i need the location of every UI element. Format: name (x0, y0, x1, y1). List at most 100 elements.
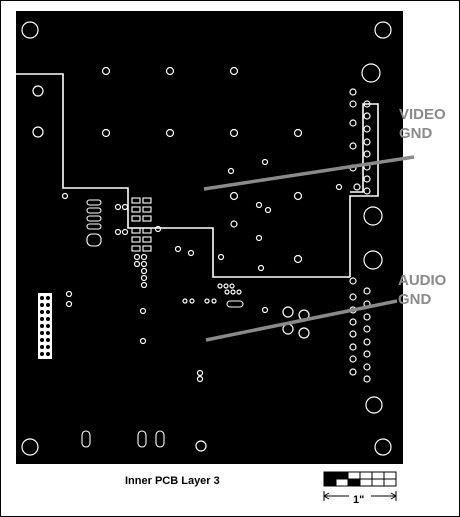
via (236, 289, 242, 295)
via (65, 290, 73, 298)
via (65, 300, 73, 308)
via (101, 66, 111, 76)
via (229, 191, 239, 201)
component-pad (140, 260, 148, 268)
connector-pin (363, 313, 371, 321)
connector-pin (363, 375, 371, 383)
via (217, 253, 225, 261)
component-pad (140, 267, 148, 275)
connector-pin (349, 355, 357, 363)
connector-pin (363, 363, 371, 371)
connector-pin (353, 183, 361, 191)
connector-pin (335, 183, 343, 191)
connector-pin (363, 100, 371, 108)
connector-pin (349, 277, 357, 285)
via (189, 298, 195, 304)
mounting-hole (21, 21, 39, 39)
mounting-hole (374, 21, 392, 39)
oblong-pad (86, 223, 102, 230)
via (217, 283, 223, 289)
oblong-pad (81, 430, 91, 448)
scale-bar-label: 1" (353, 494, 365, 506)
component-pad (142, 215, 152, 222)
via (174, 245, 182, 253)
connector-pin (363, 175, 371, 183)
mounting-hole (21, 438, 39, 456)
oblong-pad (86, 199, 102, 206)
via (293, 128, 303, 138)
via (165, 66, 175, 76)
via (293, 191, 303, 201)
connector-pin (363, 150, 371, 158)
video-gnd-leader-line (203, 155, 415, 191)
via (165, 128, 175, 138)
component-pad (142, 227, 152, 234)
connector-pin (363, 325, 371, 333)
via (196, 369, 204, 377)
connector-pin (349, 343, 357, 351)
via (264, 206, 272, 214)
component-pad (133, 253, 141, 261)
pcb-board (16, 11, 403, 464)
ic-footprint (226, 300, 244, 308)
video-gnd-label: VIDEO GND (399, 105, 446, 143)
component-pad (131, 227, 141, 234)
connector-pin (363, 187, 371, 195)
via (224, 289, 230, 295)
connector-pin (349, 119, 357, 127)
via (195, 440, 207, 452)
figure-caption: Inner PCB Layer 3 (125, 475, 220, 487)
via (101, 128, 111, 138)
oblong-pad (155, 430, 165, 448)
component-pad (142, 236, 152, 243)
via (229, 128, 239, 138)
component-pad (140, 281, 148, 289)
component-pad (142, 206, 152, 213)
component-pad (121, 228, 129, 236)
via (255, 234, 263, 242)
via (229, 283, 235, 289)
mounting-hole (374, 438, 392, 456)
via (187, 249, 195, 257)
component-pad (133, 260, 141, 268)
component-pad (142, 197, 152, 204)
mounting-hole (365, 396, 383, 414)
via (139, 307, 147, 315)
ground-plane-split-left (16, 73, 350, 278)
via (154, 225, 162, 233)
connector-pin (363, 338, 371, 346)
via (261, 306, 269, 314)
via (139, 337, 147, 345)
via (257, 264, 265, 272)
mounting-hole (363, 206, 383, 226)
audio-gnd-label: AUDIO GND (398, 271, 446, 309)
via (204, 298, 210, 304)
video-gnd-label-line2: GND (399, 125, 433, 142)
connector-pin (349, 88, 357, 96)
component-pad (131, 236, 141, 243)
connector-pin (349, 293, 357, 301)
via (196, 375, 204, 383)
via (293, 254, 303, 264)
audio-gnd-label-line2: GND (398, 291, 432, 308)
via (282, 306, 294, 318)
component-pad (131, 197, 141, 204)
via (229, 66, 239, 76)
oblong-pad (137, 430, 147, 448)
mounting-hole (363, 250, 383, 270)
oblong-pad (86, 215, 102, 222)
connector-pin (349, 142, 357, 150)
audio-gnd-label-line1: AUDIO (398, 272, 447, 289)
component-pad (131, 215, 141, 222)
ground-plane-split-right (349, 103, 379, 277)
via (255, 201, 263, 209)
scale-bar (323, 471, 397, 501)
connector-pin (363, 112, 371, 120)
via (230, 220, 238, 228)
header-connector (38, 293, 52, 359)
connector-pin (363, 125, 371, 133)
via (298, 327, 310, 339)
audio-gnd-leader-line (205, 299, 398, 342)
connector-pin (363, 287, 371, 295)
via (223, 283, 229, 289)
